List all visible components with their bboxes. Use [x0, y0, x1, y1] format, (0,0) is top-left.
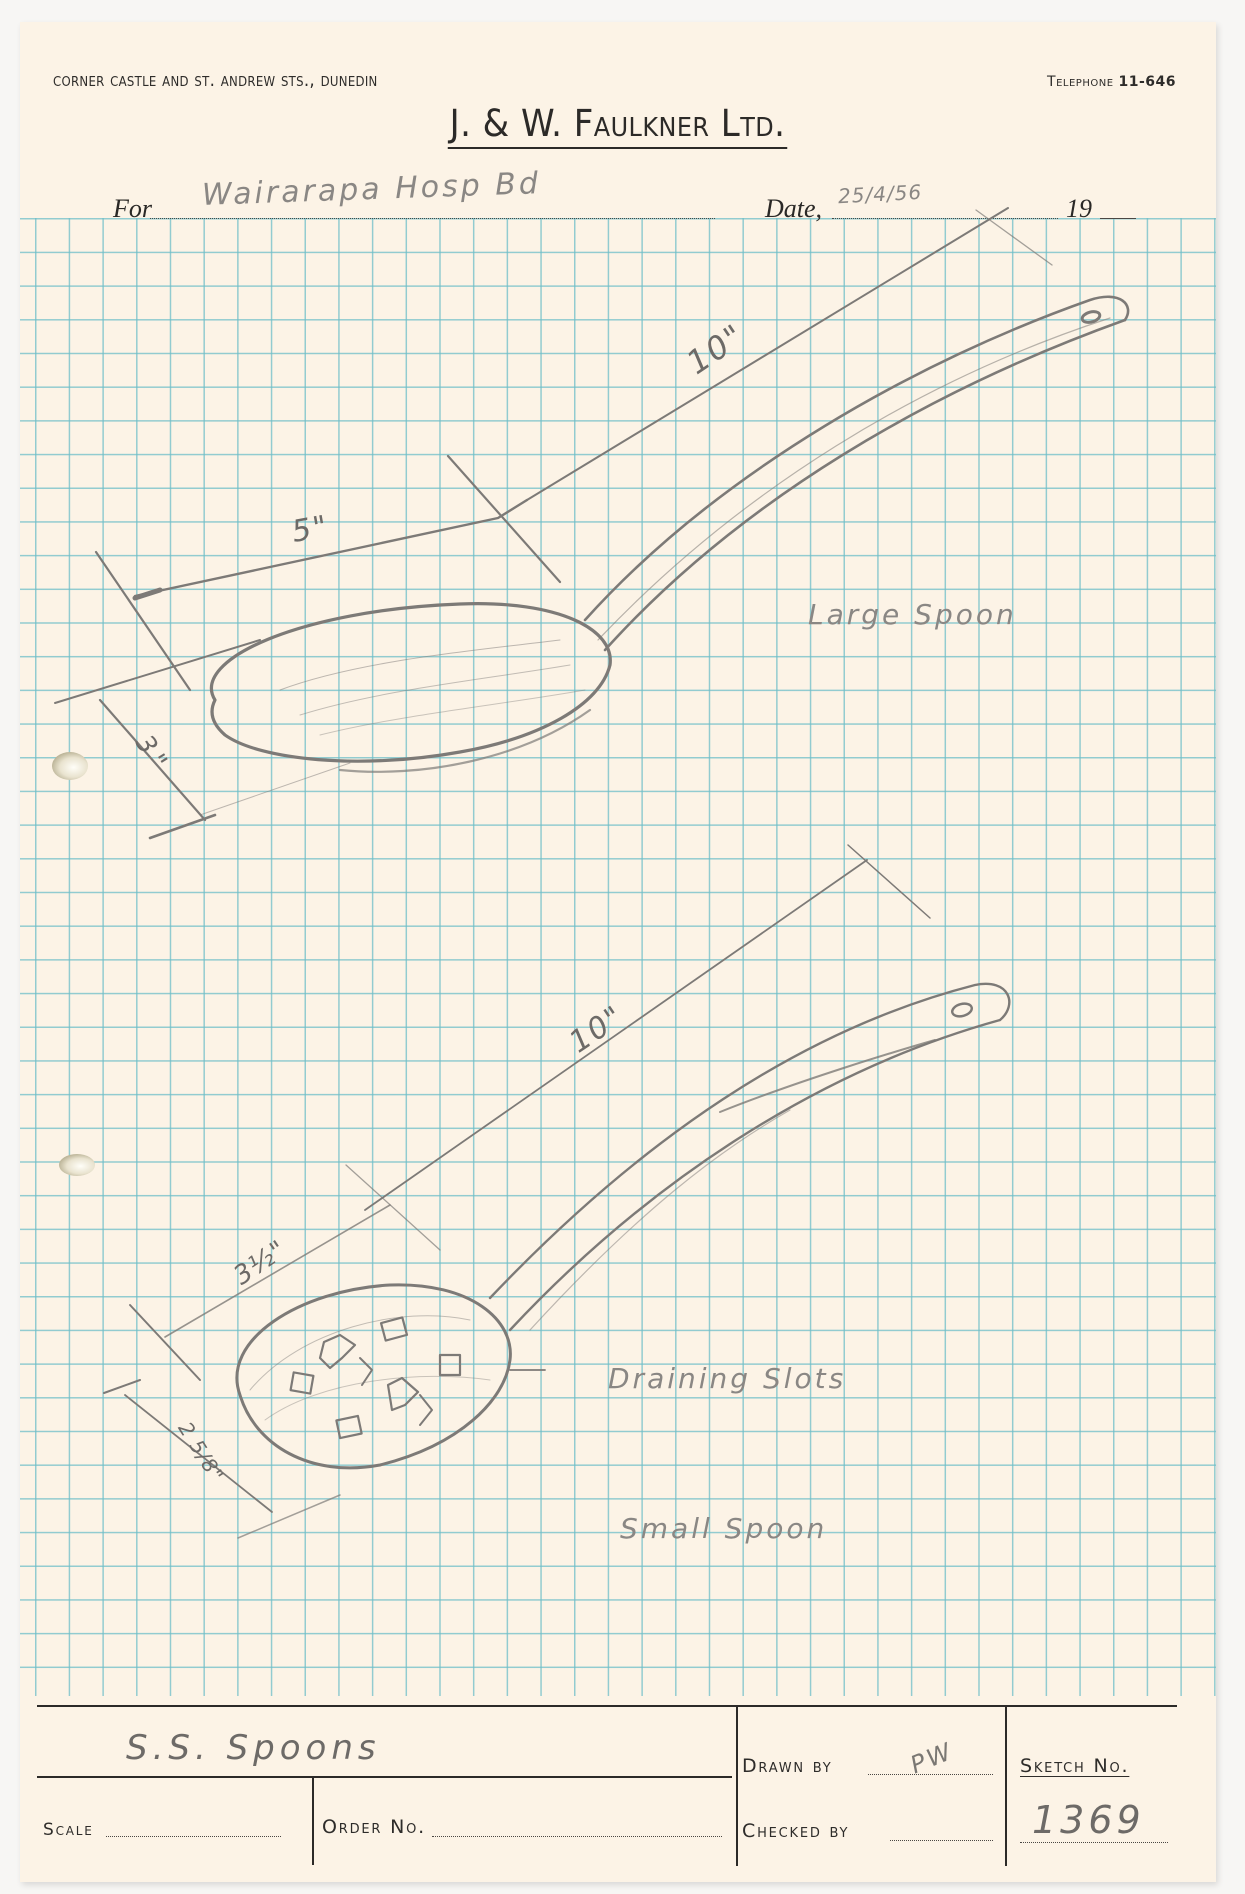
checked-by-field-line[interactable] — [890, 1840, 993, 1841]
title-block-divider — [1005, 1706, 1007, 1866]
title-block-top-rule — [37, 1705, 1177, 1707]
punch-hole — [52, 752, 88, 780]
year-label: 19 — [1066, 194, 1092, 223]
drawing-sheet: Corner Castle and St. Andrew Sts., Duned… — [20, 22, 1216, 1882]
drawn-by-field-line[interactable] — [868, 1774, 993, 1775]
year-field-line — [1100, 218, 1136, 219]
telephone-label: Telephone — [1047, 74, 1114, 90]
drawing-title[interactable]: S.S. Spoons — [126, 1728, 381, 1768]
for-label: For — [113, 194, 152, 223]
checked-by-label: Checked by — [742, 1820, 850, 1842]
company-name-text: J. & W. Faulkner Ltd. — [448, 102, 788, 149]
punch-hole — [59, 1154, 95, 1176]
title-block-mid-rule — [37, 1776, 732, 1778]
large-spoon-label: Large Spoon — [808, 598, 1017, 631]
sketch-number[interactable]: 1369 — [1032, 1798, 1145, 1842]
small-spoon-label: Small Spoon — [620, 1512, 828, 1545]
drawn-by-label: Drawn by — [742, 1755, 833, 1777]
telephone: Telephone 11-646 — [1047, 74, 1176, 90]
order-no-label: Order No. — [322, 1816, 426, 1838]
company-address: Corner Castle and St. Andrew Sts., Duned… — [53, 70, 378, 91]
large-spoon-sketch — [54, 207, 1130, 840]
company-name: J. & W. Faulkner Ltd. — [20, 102, 1216, 149]
title-block-divider — [312, 1777, 314, 1865]
sketch-no-label: Sketch No. — [1020, 1755, 1130, 1777]
date-label: Date, — [765, 194, 823, 223]
telephone-number: 11-646 — [1118, 74, 1176, 90]
scale-field-line[interactable] — [106, 1836, 281, 1837]
graph-grid — [20, 218, 1216, 1696]
order-no-field-line[interactable] — [432, 1836, 722, 1837]
date-field-line — [832, 218, 1058, 219]
large-bowl-length-dimension: 5" — [289, 509, 332, 550]
draining-slots-label: Draining Slots — [608, 1362, 847, 1395]
title-block-divider — [736, 1706, 738, 1866]
small-spoon-sketch — [103, 844, 1011, 1539]
for-field-line — [150, 218, 715, 219]
sketch-no-field-line — [1020, 1842, 1168, 1843]
scale-label: Scale — [43, 1820, 94, 1840]
